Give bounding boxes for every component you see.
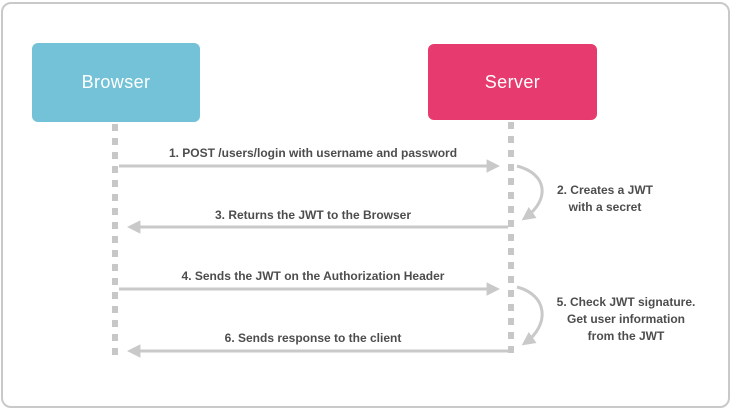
self-call-5-line-1: 5. Check JWT signature. [556, 295, 696, 309]
browser-lifeline [112, 124, 118, 356]
server-lifeline [508, 122, 514, 356]
self-call-5-label: 5. Check JWT signature. Get user informa… [547, 294, 705, 345]
self-call-5-line-3: from the JWT [587, 329, 665, 343]
self-call-2-line-2: with a secret [568, 200, 642, 214]
self-call-5-line-2: Get user information [566, 312, 685, 326]
browser-actor-label: Browser [81, 72, 151, 92]
message-6-label: 6. Sends response to the client [224, 331, 402, 345]
self-call-2-line-1: 2. Creates a JWT [556, 183, 654, 197]
browser-actor-box: Browser [32, 43, 200, 122]
message-1-label: 1. POST /users/login with username and p… [168, 146, 458, 160]
self-call-2-arrow [516, 164, 544, 221]
self-call-5-arrow [516, 285, 544, 346]
message-4-label: 4. Sends the JWT on the Authorization He… [181, 269, 445, 283]
message-3-label: 3. Returns the JWT to the Browser [214, 208, 412, 222]
self-call-2-label: 2. Creates a JWT with a secret [543, 182, 667, 216]
server-actor-box: Server [428, 44, 597, 120]
server-actor-label: Server [484, 71, 541, 92]
